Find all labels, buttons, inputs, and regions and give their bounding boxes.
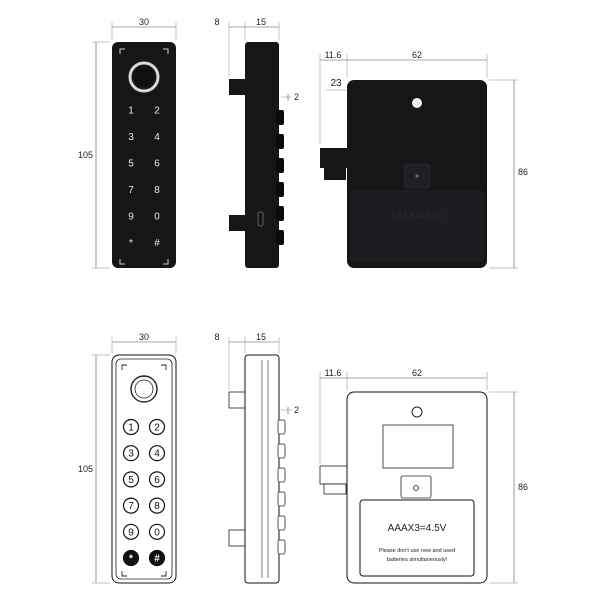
keypad-key-label: 1 bbox=[128, 423, 134, 434]
side-dims-top: 8 15 2 bbox=[214, 17, 299, 102]
keypad-key-label: # bbox=[154, 238, 160, 249]
keypad-key-label: 5 bbox=[128, 159, 134, 170]
side-view-outline bbox=[228, 354, 286, 584]
side-view-dark bbox=[229, 42, 284, 268]
keypad-key-label: 5 bbox=[128, 475, 134, 486]
keypad-key-9: 9 bbox=[128, 212, 134, 223]
keypad-key-2: 2 bbox=[154, 106, 160, 117]
keypad-key-7: 7 bbox=[128, 185, 134, 196]
side-dims-bottom: 8 15 2 bbox=[214, 332, 299, 415]
front-width-dim-bottom: 30 bbox=[111, 332, 177, 353]
keypad-key-label: 2 bbox=[154, 106, 160, 117]
fingerprint-sensor-icon bbox=[128, 61, 160, 93]
keypad-key-label: 6 bbox=[154, 475, 160, 486]
side-offset-label-bottom: 2 bbox=[294, 405, 299, 415]
keypad-key-label: 3 bbox=[128, 132, 134, 143]
keypad-key-label: 3 bbox=[128, 449, 134, 460]
keypad-key-label: 8 bbox=[154, 501, 160, 512]
keypad-key-6: 6 bbox=[154, 159, 160, 170]
front-height-dim-bottom: 105 bbox=[78, 354, 110, 584]
keypad-key-star: * bbox=[129, 238, 133, 249]
keypad-key-label: * bbox=[129, 554, 133, 565]
front-width-dim-top: 30 bbox=[111, 17, 177, 40]
keypad-key-star: * bbox=[122, 549, 140, 567]
keypad-key-3: 3 bbox=[128, 132, 134, 143]
usb-port-icon bbox=[257, 211, 264, 227]
keypad-key-label: 6 bbox=[154, 159, 160, 170]
keypad-key-2: 2 bbox=[148, 418, 166, 436]
keypad-key-label: 0 bbox=[154, 527, 160, 538]
keypad-key-label: 9 bbox=[128, 527, 134, 538]
lock-width-label-bottom: 62 bbox=[412, 368, 422, 378]
front-width-label: 30 bbox=[139, 17, 149, 27]
front-width-label-bottom: 30 bbox=[139, 332, 149, 342]
lock-top-label: 23 bbox=[330, 78, 342, 89]
front-keypad-dark: 1 2 3 4 5 6 7 8 9 0 * # bbox=[112, 42, 176, 268]
side-offset-label: 2 bbox=[294, 92, 299, 102]
keypad-key-1: 1 bbox=[122, 418, 140, 436]
keypad-key-label: # bbox=[154, 554, 160, 565]
keypad-key-hash: # bbox=[154, 238, 160, 249]
keypad-key-1: 1 bbox=[128, 106, 134, 117]
keypad-key-label: 7 bbox=[128, 185, 134, 196]
lock-left-label: 11.6 bbox=[325, 50, 342, 60]
battery-warning-line1: Please don't use new and used bbox=[379, 548, 455, 554]
front-keypad-outline: 1 2 3 4 5 6 7 8 9 0 * # bbox=[111, 354, 177, 584]
keypad-key-label: 1 bbox=[128, 106, 134, 117]
side-left-label: 8 bbox=[214, 17, 219, 27]
keypad-key-label: * bbox=[129, 238, 133, 249]
side-left-label-bottom: 8 bbox=[214, 332, 219, 342]
front-height-label-bottom: 105 bbox=[78, 464, 93, 474]
front-height-label: 105 bbox=[78, 150, 93, 160]
keypad-key-3: 3 bbox=[122, 445, 140, 462]
svg-text:AAAX3=4.5V: AAAX3=4.5V bbox=[391, 210, 444, 220]
side-depth-label-bottom: 15 bbox=[256, 332, 266, 342]
keypad-key-8: 8 bbox=[148, 497, 166, 514]
battery-warning-line2: batteries simultaneously! bbox=[387, 557, 448, 563]
keypad-key-7: 7 bbox=[122, 497, 140, 514]
mount-hole-icon bbox=[412, 98, 422, 108]
keypad-key-label: 2 bbox=[154, 423, 160, 434]
keypad-key-4: 4 bbox=[154, 132, 160, 143]
keypad-key-8: 8 bbox=[154, 185, 160, 196]
fingerprint-sensor-outline-icon bbox=[130, 375, 158, 403]
keypad-key-5: 5 bbox=[122, 471, 140, 488]
lock-body-outline: AAAX3=4.5V Please don't use new and used… bbox=[319, 391, 488, 584]
side-depth-label: 15 bbox=[256, 17, 266, 27]
lock-dims-top: 11.6 62 23 86 bbox=[319, 50, 528, 269]
lock-dims-bottom: 11.6 62 86 bbox=[319, 368, 528, 584]
keypad-key-label: 8 bbox=[154, 185, 160, 196]
lock-body-dark: AAAX3=4.5V bbox=[320, 80, 487, 268]
keypad-outline-keys: 1 2 3 4 5 6 7 8 9 0 * # bbox=[122, 418, 166, 567]
keypad-key-6: 6 bbox=[148, 471, 166, 488]
keypad-key-label: 7 bbox=[128, 501, 134, 512]
keypad-dark-keys: 1 2 3 4 5 6 7 8 9 0 * # bbox=[128, 106, 160, 250]
lock-left-label-bottom: 11.6 bbox=[325, 368, 342, 378]
keypad-key-5: 5 bbox=[128, 159, 134, 170]
keypad-key-4: 4 bbox=[148, 445, 166, 462]
front-height-dim-top: 105 bbox=[78, 41, 110, 269]
keypad-key-label: 4 bbox=[154, 449, 160, 460]
keypad-key-label: 9 bbox=[128, 212, 134, 223]
mount-hole-outline-icon bbox=[411, 406, 423, 418]
lock-height-label: 86 bbox=[518, 167, 528, 177]
keypad-key-0: 0 bbox=[148, 523, 166, 540]
keypad-key-hash: # bbox=[148, 549, 166, 567]
battery-spec: AAAX3=4.5V bbox=[388, 523, 447, 534]
lock-width-label: 62 bbox=[412, 50, 422, 60]
keypad-key-label: 4 bbox=[154, 132, 160, 143]
lock-height-label-bottom: 86 bbox=[518, 482, 528, 492]
keypad-key-0: 0 bbox=[154, 212, 160, 223]
keypad-key-label: 0 bbox=[154, 212, 160, 223]
keypad-key-9: 9 bbox=[122, 523, 140, 540]
